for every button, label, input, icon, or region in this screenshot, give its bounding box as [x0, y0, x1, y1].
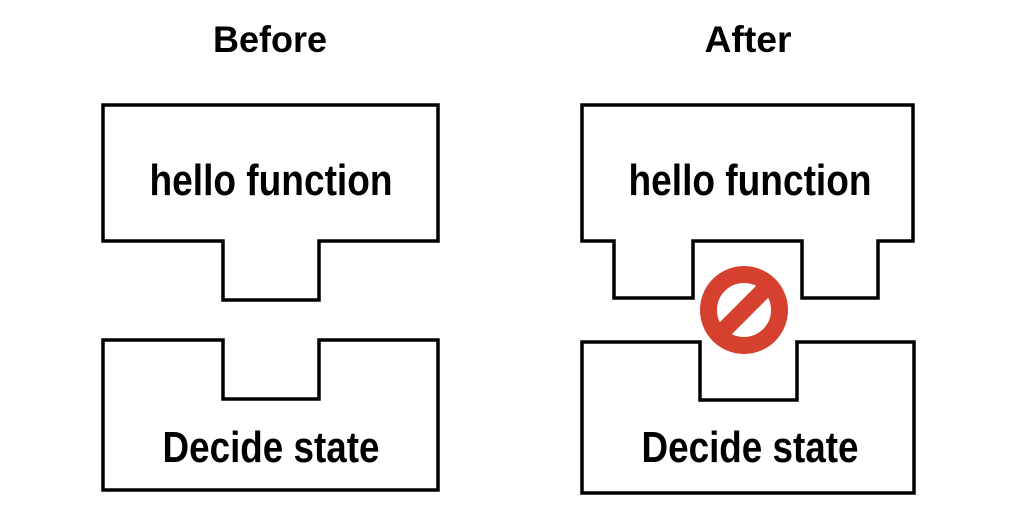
before-function-piece [101, 103, 440, 302]
after-state-piece [580, 340, 916, 495]
after-title: After [705, 19, 792, 60]
after-function-piece [580, 103, 915, 300]
after-state-label: Decide state [642, 423, 859, 472]
before-state-label: Decide state [163, 423, 380, 472]
before-state-piece [101, 338, 440, 492]
no-entry-ring [700, 266, 788, 354]
no-entry-icon [700, 266, 788, 354]
after-function-label: hello function [629, 156, 872, 205]
after-panel: After hello function Decide state [580, 19, 916, 495]
before-panel: Before hello function Decide state [101, 19, 440, 492]
no-entry-slash [713, 279, 775, 341]
before-title: Before [213, 19, 327, 60]
before-function-label: hello function [150, 156, 393, 205]
